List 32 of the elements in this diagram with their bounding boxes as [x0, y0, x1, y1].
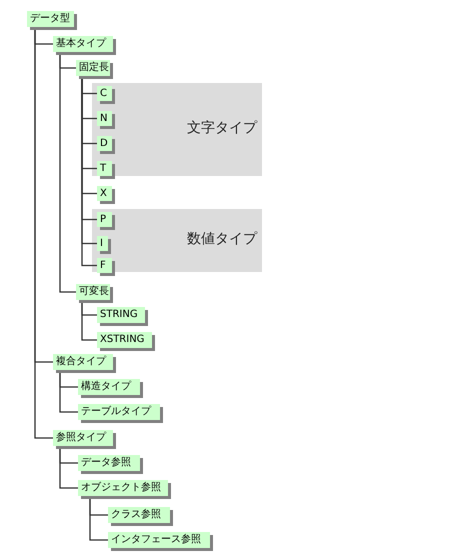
type-box: N	[97, 111, 112, 126]
band-label: 数値タイプ	[187, 230, 257, 248]
type-box: XSTRING	[97, 332, 152, 348]
type-box: F	[97, 258, 112, 273]
type-box: オブジェクト参照	[78, 480, 168, 496]
tree-connector	[81, 300, 97, 341]
type-box: 構造タイプ	[78, 379, 140, 395]
type-box: 複合タイプ	[53, 354, 113, 370]
type-box: 固定長	[76, 60, 110, 76]
type-box: データ参照	[78, 455, 140, 471]
band-label: 文字タイプ	[187, 118, 257, 136]
type-box: P	[97, 212, 112, 227]
tree-connector	[59, 52, 76, 293]
shaded-band	[92, 83, 262, 176]
type-box: STRING	[97, 307, 145, 323]
tree-connector	[59, 370, 78, 413]
type-box: C	[97, 86, 112, 101]
tree-connector	[59, 446, 78, 489]
type-box: データ型	[27, 11, 74, 27]
tree-connector	[34, 27, 53, 439]
type-box: T	[97, 161, 112, 176]
type-box: D	[97, 136, 112, 151]
type-box: I	[97, 236, 108, 251]
type-box: 基本タイプ	[53, 36, 113, 52]
type-box: テーブルタイプ	[78, 404, 160, 420]
type-box: X	[97, 186, 112, 201]
shaded-band	[92, 209, 262, 272]
type-box: インタフェース参照	[108, 532, 210, 548]
type-box: 参照タイプ	[53, 430, 113, 446]
type-box: クラス参照	[108, 507, 170, 523]
tree-connector	[89, 496, 108, 541]
type-box: 可変長	[76, 284, 110, 300]
